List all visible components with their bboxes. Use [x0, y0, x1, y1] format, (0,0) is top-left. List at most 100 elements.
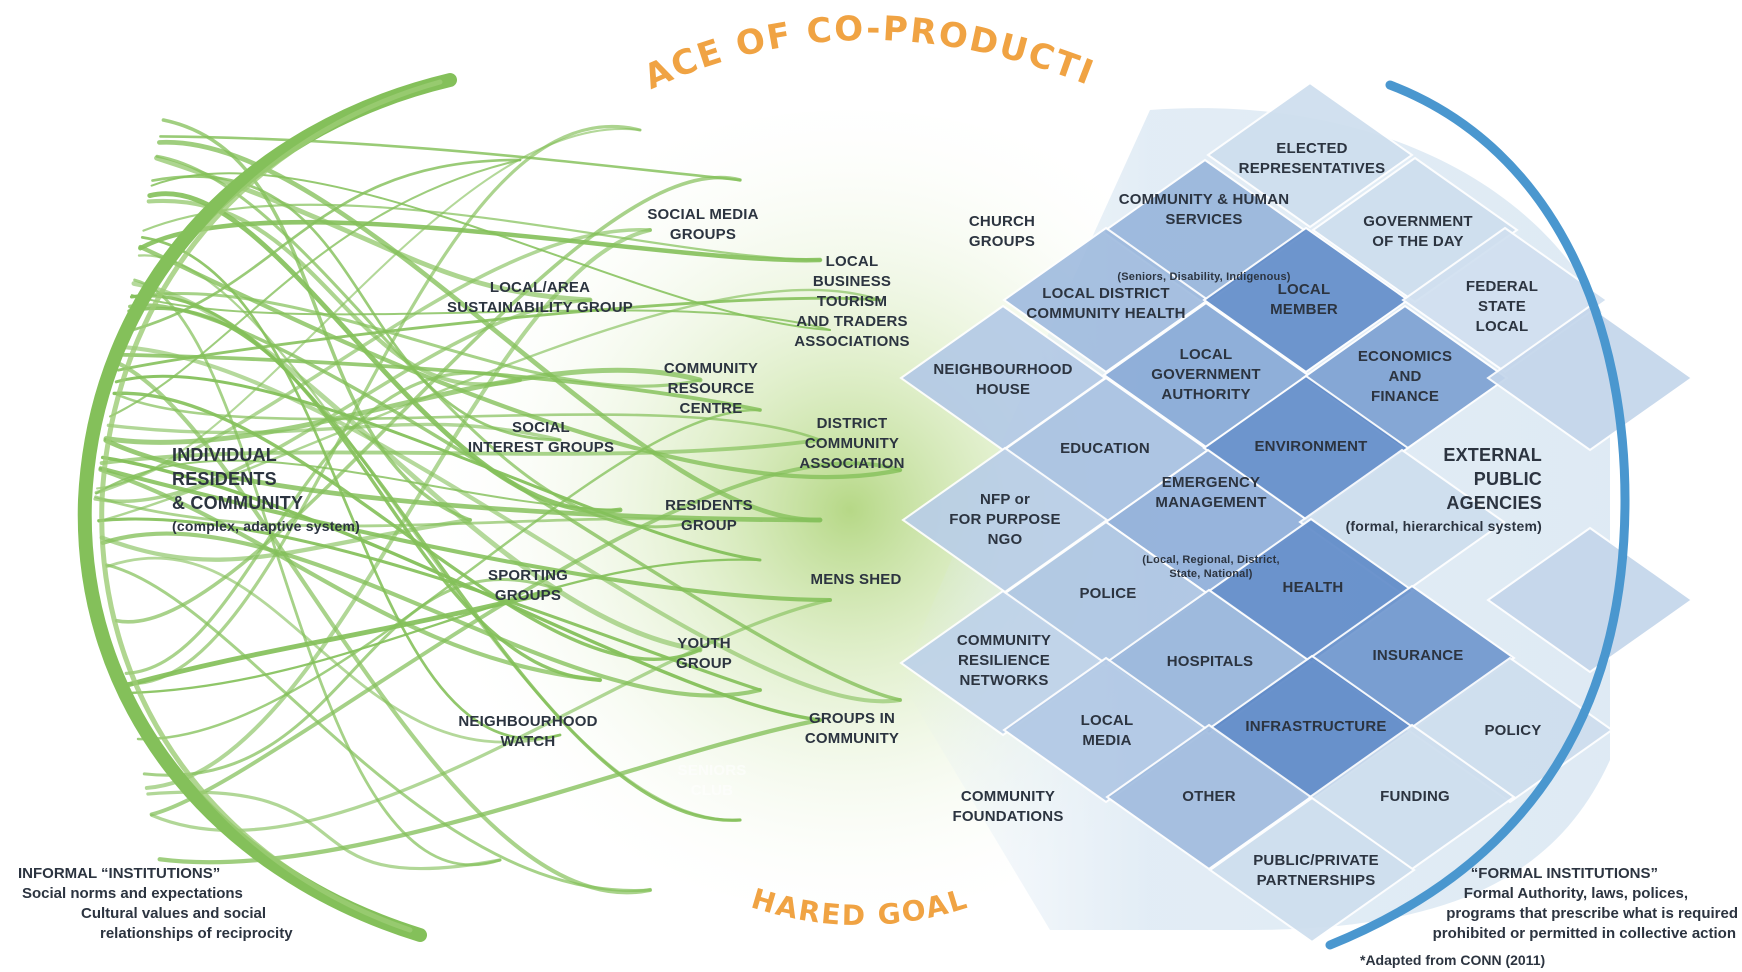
- infrastructure: INFRASTRUCTURE: [1245, 718, 1387, 735]
- groups-in-community: GROUPS IN COMMUNITY: [804, 710, 900, 747]
- policy: POLICY: [1484, 722, 1542, 739]
- nfp-ngo: NFP or FOR PURPOSE NGO: [949, 491, 1061, 548]
- agency-tile: [1486, 304, 1694, 452]
- formal-institutions-title: “FORMAL INSTITUTIONS”: [1470, 865, 1658, 882]
- community-strand: [105, 556, 562, 744]
- community-resource-centre: COMMUNITY RESOURCE CENTRE: [663, 360, 759, 417]
- residents-group: RESIDENTS GROUP: [665, 497, 753, 534]
- community-strand: [97, 288, 882, 523]
- church-groups: CHURCH GROUPS: [968, 213, 1036, 250]
- community-strand: [157, 717, 823, 865]
- district-community-association: DISTRICT COMMUNITY ASSOCIATION: [799, 415, 905, 472]
- community-strand: [159, 135, 742, 182]
- agency-tile: [1105, 723, 1313, 871]
- agency-tiles: [899, 81, 1694, 944]
- community-strand: [103, 367, 703, 445]
- community-strand: [140, 236, 562, 740]
- mens-shed: MENS SHED: [810, 571, 902, 588]
- agency-tile: [1206, 81, 1414, 229]
- community-strand: [127, 306, 602, 682]
- community-strand: [108, 158, 522, 418]
- neighbourhood-watch: NEIGHBOURHOOD WATCH: [458, 713, 598, 750]
- community-strand: [120, 345, 903, 704]
- community-strand: [137, 254, 742, 822]
- agency-tile: [1202, 226, 1410, 374]
- emergency-management-sub: (Local, Regional, District, State, Natio…: [1142, 554, 1280, 580]
- informal-institutions-title: INFORMAL “INSTITUTIONS”: [18, 865, 221, 882]
- community-strand: [98, 467, 603, 683]
- local-media: LOCAL MEDIA: [1080, 712, 1134, 749]
- left-boundary-arc: [77, 73, 457, 942]
- community-strand: [126, 125, 642, 686]
- community-strand: [95, 459, 621, 511]
- elected-representatives: ELECTED REPRESENTATIVES: [1238, 140, 1386, 177]
- left-boundary-arc-inner: [99, 79, 443, 933]
- community-strand: [161, 118, 472, 522]
- community-human-services-label: COMMUNITY & HUMAN SERVICES: [1118, 191, 1290, 228]
- community-strand: [100, 531, 763, 698]
- social-interest-groups: SOCIAL INTEREST GROUPS: [467, 419, 615, 456]
- social-media-groups: SOCIAL MEDIA GROUPS: [647, 206, 759, 243]
- community-strand: [128, 558, 762, 695]
- seniors-club: SENIORS CLUB: [677, 762, 747, 799]
- agency-tile: [1486, 526, 1694, 674]
- right-boundary-arc: [1325, 80, 1630, 950]
- insurance: INSURANCE: [1372, 647, 1464, 664]
- community-strand: [117, 361, 653, 895]
- community-strand: [99, 517, 473, 562]
- left-heading: INDIVIDUAL RESIDENTS & COMMUNITY (comple…: [172, 443, 360, 537]
- community-strand: [98, 466, 833, 603]
- emergency-management-label: EMERGENCY MANAGEMENT: [1155, 474, 1267, 511]
- economics-and-finance: ECONOMICS AND FINANCE: [1357, 348, 1453, 405]
- community-strand: [114, 374, 762, 562]
- informal-note-line-2: Cultural values and social: [81, 905, 267, 922]
- community-strand: [105, 563, 652, 892]
- agency-tile: [1002, 226, 1210, 374]
- right-heading-text: EXTERNAL PUBLIC AGENCIES: [1443, 445, 1542, 513]
- community-strand: [116, 296, 882, 372]
- police: POLICE: [1079, 585, 1137, 602]
- other: OTHER: [1182, 788, 1236, 805]
- community-strand: [125, 587, 563, 688]
- community-strand: [142, 203, 822, 262]
- agency-tile: [1208, 796, 1416, 944]
- informal-institutions-note: INFORMAL “INSTITUTIONS” Social norms and…: [18, 864, 293, 944]
- sporting-groups: SPORTING GROUPS: [488, 567, 568, 604]
- environment: ENVIRONMENT: [1254, 438, 1368, 455]
- informal-note-line-1: Social norms and expectations: [22, 885, 243, 902]
- left-subheading: (complex, adaptive system): [172, 518, 361, 534]
- emergency-management: EMERGENCY MANAGEMENT (Local, Regional, D…: [1142, 433, 1279, 621]
- community-strand: [146, 790, 502, 871]
- community-human-services: COMMUNITY & HUMAN SERVICES (Seniors, Dis…: [1117, 150, 1290, 324]
- community-strand: [133, 278, 502, 866]
- community-strand: [136, 408, 762, 741]
- community-strand: [114, 175, 742, 624]
- formal-institutions-note: “FORMAL INSTITUTIONS” Formal Authority, …: [1250, 864, 1738, 944]
- formal-note-line-3: prohibited or permitted in collective ac…: [1432, 925, 1736, 942]
- local-member: LOCAL MEMBER: [1270, 281, 1338, 318]
- federal-state-local: FEDERAL STATE LOCAL: [1465, 278, 1539, 335]
- community-foundations: COMMUNITY FOUNDATIONS: [952, 788, 1064, 825]
- community-strand: [150, 172, 831, 331]
- formal-note-line-2: programs that prescribe what is required: [1446, 905, 1738, 922]
- community-strand: [112, 391, 822, 442]
- right-heading: EXTERNAL PUBLIC AGENCIES (formal, hierar…: [1346, 443, 1542, 537]
- community-resilience-networks: COMMUNITY RESILIENCE NETWORKS: [956, 632, 1052, 689]
- business-associations: LOCAL BUSINESS TOURISM AND TRADERS ASSOC…: [794, 253, 910, 350]
- right-subheading: (formal, hierarchical system): [1345, 518, 1542, 534]
- neighbourhood-house: NEIGHBOURHOOD HOUSE: [933, 361, 1073, 398]
- hospitals: HOSPITALS: [1166, 653, 1254, 670]
- community-strand: [142, 578, 562, 777]
- sustainability-group: LOCAL/AREA SUSTAINABILITY GROUP: [447, 279, 633, 316]
- local-government-authority: LOCAL GOVERNMENT AUTHORITY: [1151, 346, 1261, 403]
- local-district-community-health: LOCAL DISTRICT COMMUNITY HEALTH: [1026, 285, 1186, 322]
- youth-group: YOUTH GROUP: [675, 635, 733, 672]
- government-of-the-day: GOVERNMENT OF THE DAY: [1363, 213, 1473, 250]
- health: HEALTH: [1282, 579, 1344, 596]
- community-strand: [149, 461, 902, 817]
- education: EDUCATION: [1060, 440, 1150, 457]
- community-strand: [129, 294, 742, 822]
- community-strand: [157, 140, 823, 523]
